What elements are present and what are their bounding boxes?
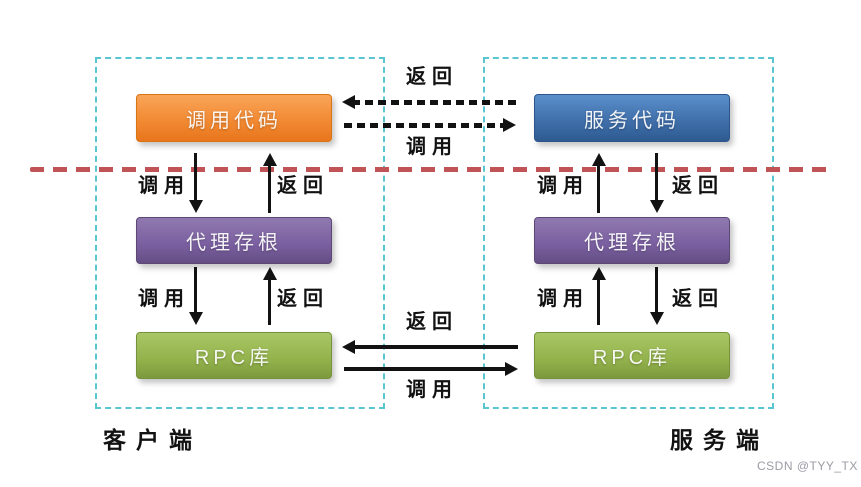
server-call-label-1: 调用 <box>537 175 589 197</box>
client-return-label-1: 返回 <box>277 175 329 197</box>
network-return-arrow <box>342 340 518 354</box>
server-rpc-box: RPC库 <box>534 332 730 379</box>
client-return-up-arrow-1 <box>263 153 277 213</box>
server-boundary-box <box>483 57 774 409</box>
client-call-down-arrow-2 <box>189 267 203 325</box>
client-boundary-box <box>95 57 385 409</box>
client-call-label-2: 调用 <box>138 288 190 310</box>
service-code-box: 服务代码 <box>534 94 730 142</box>
logical-call-label: 调用 <box>406 136 458 158</box>
call-code-box: 调用代码 <box>136 94 332 142</box>
logical-return-dashed-arrow <box>342 95 516 109</box>
client-return-up-arrow-2 <box>263 267 277 325</box>
network-call-arrow <box>344 362 518 376</box>
network-call-label: 调用 <box>406 379 458 401</box>
client-caption: 客户端 <box>103 428 202 453</box>
process-divider-line <box>30 167 830 172</box>
server-call-up-arrow-2 <box>592 267 606 325</box>
server-caption: 服务端 <box>670 428 769 453</box>
csdn-watermark: CSDN @TYY_TX <box>757 459 858 473</box>
server-return-down-arrow-2 <box>650 267 664 325</box>
client-return-label-2: 返回 <box>277 288 329 310</box>
server-return-label-1: 返回 <box>672 175 724 197</box>
logical-return-label: 返回 <box>406 66 458 88</box>
client-stub-box: 代理存根 <box>136 217 332 264</box>
server-return-label-2: 返回 <box>672 288 724 310</box>
server-return-down-arrow-1 <box>650 153 664 213</box>
client-rpc-box: RPC库 <box>136 332 332 379</box>
client-call-down-arrow-1 <box>189 153 203 213</box>
server-call-label-2: 调用 <box>537 288 589 310</box>
logical-call-dashed-arrow <box>344 118 516 132</box>
client-call-label-1: 调用 <box>138 175 190 197</box>
network-return-label: 返回 <box>406 311 458 333</box>
server-call-up-arrow-1 <box>592 153 606 213</box>
server-stub-box: 代理存根 <box>534 217 730 264</box>
